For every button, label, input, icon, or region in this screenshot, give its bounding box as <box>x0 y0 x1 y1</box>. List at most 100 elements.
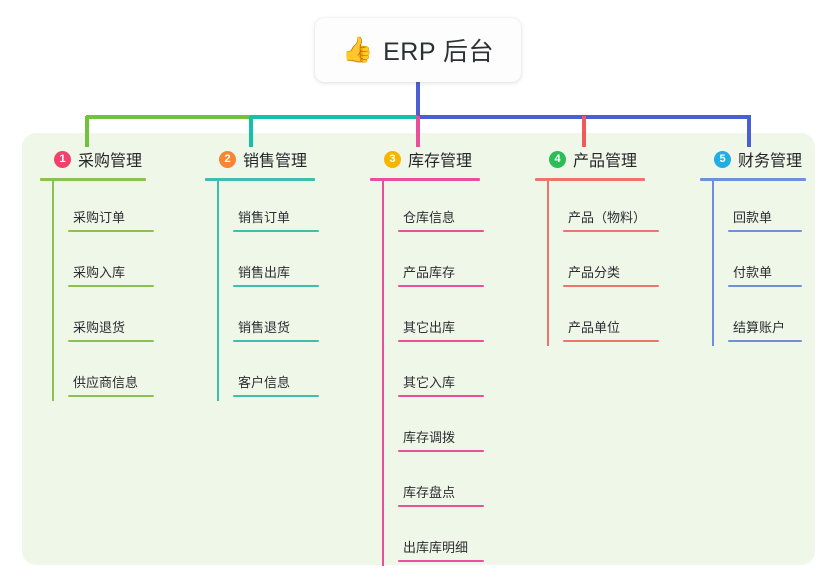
leaf-node[interactable]: 采购订单 <box>68 181 154 236</box>
leaf-spine-2 <box>217 181 219 401</box>
leaf-label: 库存调拨 <box>403 430 456 445</box>
leaf-label: 产品（物料） <box>568 210 647 225</box>
leaf-rule <box>398 505 484 507</box>
leaf-node[interactable]: 产品单位 <box>563 291 659 346</box>
leaf-label: 回款单 <box>733 210 773 225</box>
leaf-rule <box>563 340 659 342</box>
leaf-rule <box>563 230 659 232</box>
leaf-node[interactable]: 回款单 <box>728 181 806 236</box>
leaf-label: 供应商信息 <box>73 375 139 390</box>
column-badge-5: 5 <box>714 150 731 168</box>
leaf-rule <box>728 230 802 232</box>
leaf-node[interactable]: 客户信息 <box>233 346 319 401</box>
leaf-list-1: 采购订单采购入库采购退货供应商信息 <box>52 181 154 401</box>
leaf-rule <box>398 340 484 342</box>
column-title-2: 销售管理 <box>243 153 308 170</box>
column-header-2[interactable]: 2 销售管理 <box>205 146 315 172</box>
leaf-label: 库存盘点 <box>403 485 456 500</box>
column-4: 4 产品管理产品（物料） 产品分类产品单位 <box>535 146 659 346</box>
column-2: 2 销售管理销售订单销售出库销售退货客户信息 <box>205 146 319 401</box>
column-header-4[interactable]: 4 产品管理 <box>535 146 645 172</box>
leaf-label: 结算账户 <box>733 320 786 335</box>
leaf-node[interactable]: 供应商信息 <box>68 346 154 401</box>
leaf-label: 采购订单 <box>73 210 126 225</box>
thumbs-up-icon: 👍 <box>341 35 374 64</box>
leaf-node[interactable]: 其它入库 <box>398 346 484 401</box>
leaf-node[interactable]: 销售订单 <box>233 181 319 236</box>
root-node[interactable]: 👍 ERP 后台 <box>315 18 521 82</box>
column-badge-1: 1 <box>54 150 71 168</box>
column-1: 1 采购管理采购订单采购入库采购退货供应商信息 <box>40 146 154 401</box>
leaf-rule <box>398 285 484 287</box>
column-rule-2 <box>205 178 315 181</box>
leaf-rule <box>233 230 319 232</box>
leaf-rule <box>68 285 154 287</box>
leaf-list-5: 回款单付款单结算账户 <box>712 181 806 346</box>
leaf-node[interactable]: 付款单 <box>728 236 806 291</box>
leaf-rule <box>68 395 154 397</box>
leaf-label: 其它出库 <box>403 320 456 335</box>
leaf-node[interactable]: 采购入库 <box>68 236 154 291</box>
leaf-rule <box>563 285 659 287</box>
leaf-node[interactable]: 产品（物料） <box>563 181 659 236</box>
leaf-label: 采购退货 <box>73 320 126 335</box>
column-title-3: 库存管理 <box>408 153 473 170</box>
leaf-node[interactable]: 其它出库 <box>398 291 484 346</box>
leaf-label: 客户信息 <box>238 375 291 390</box>
leaf-label: 采购入库 <box>73 265 126 280</box>
column-header-3[interactable]: 3 库存管理 <box>370 146 480 172</box>
background-panel <box>22 133 815 565</box>
leaf-label: 产品分类 <box>568 265 621 280</box>
leaf-node[interactable]: 产品库存 <box>398 236 484 291</box>
leaf-rule <box>398 560 484 562</box>
leaf-label: 产品单位 <box>568 320 621 335</box>
column-5: 5 财务管理回款单付款单结算账户 <box>700 146 806 346</box>
leaf-label: 其它入库 <box>403 375 456 390</box>
leaf-rule <box>728 285 802 287</box>
column-title-5: 财务管理 <box>738 153 803 170</box>
leaf-rule <box>233 340 319 342</box>
leaf-spine-4 <box>547 181 549 346</box>
leaf-label: 付款单 <box>733 265 773 280</box>
leaf-label: 销售订单 <box>238 210 291 225</box>
column-badge-2: 2 <box>219 150 236 168</box>
leaf-spine-5 <box>712 181 714 346</box>
column-rule-3 <box>370 178 480 181</box>
leaf-spine-3 <box>382 181 384 566</box>
column-header-1[interactable]: 1 采购管理 <box>40 146 146 172</box>
column-header-5[interactable]: 5 财务管理 <box>700 146 806 172</box>
leaf-node[interactable]: 结算账户 <box>728 291 806 346</box>
leaf-label: 销售退货 <box>238 320 291 335</box>
leaf-node[interactable]: 出库库明细 <box>398 511 484 566</box>
leaf-rule <box>398 450 484 452</box>
leaf-node[interactable]: 产品分类 <box>563 236 659 291</box>
leaf-rule <box>68 230 154 232</box>
column-title-4: 产品管理 <box>573 153 638 170</box>
leaf-label: 销售出库 <box>238 265 291 280</box>
leaf-node[interactable]: 销售退货 <box>233 291 319 346</box>
leaf-rule <box>398 230 484 232</box>
column-3: 3 库存管理仓库信息产品库存其它出库其它入库库存调拨库存盘点出库库明细 <box>370 146 484 566</box>
leaf-rule <box>68 340 154 342</box>
leaf-node[interactable]: 仓库信息 <box>398 181 484 236</box>
leaf-list-4: 产品（物料） 产品分类产品单位 <box>547 181 659 346</box>
column-rule-1 <box>40 178 146 181</box>
leaf-label: 仓库信息 <box>403 210 456 225</box>
column-rule-4 <box>535 178 645 181</box>
leaf-label: 出库库明细 <box>403 540 469 555</box>
leaf-node[interactable]: 采购退货 <box>68 291 154 346</box>
leaf-rule <box>728 340 802 342</box>
leaf-rule <box>233 395 319 397</box>
leaf-rule <box>233 285 319 287</box>
leaf-spine-1 <box>52 181 54 401</box>
leaf-label: 产品库存 <box>403 265 456 280</box>
leaf-node[interactable]: 库存调拨 <box>398 401 484 456</box>
leaf-rule <box>398 395 484 397</box>
leaf-node[interactable]: 库存盘点 <box>398 456 484 511</box>
leaf-list-2: 销售订单销售出库销售退货客户信息 <box>217 181 319 401</box>
leaf-node[interactable]: 销售出库 <box>233 236 319 291</box>
column-badge-3: 3 <box>384 150 401 168</box>
column-title-1: 采购管理 <box>78 153 143 170</box>
column-badge-4: 4 <box>549 150 566 168</box>
